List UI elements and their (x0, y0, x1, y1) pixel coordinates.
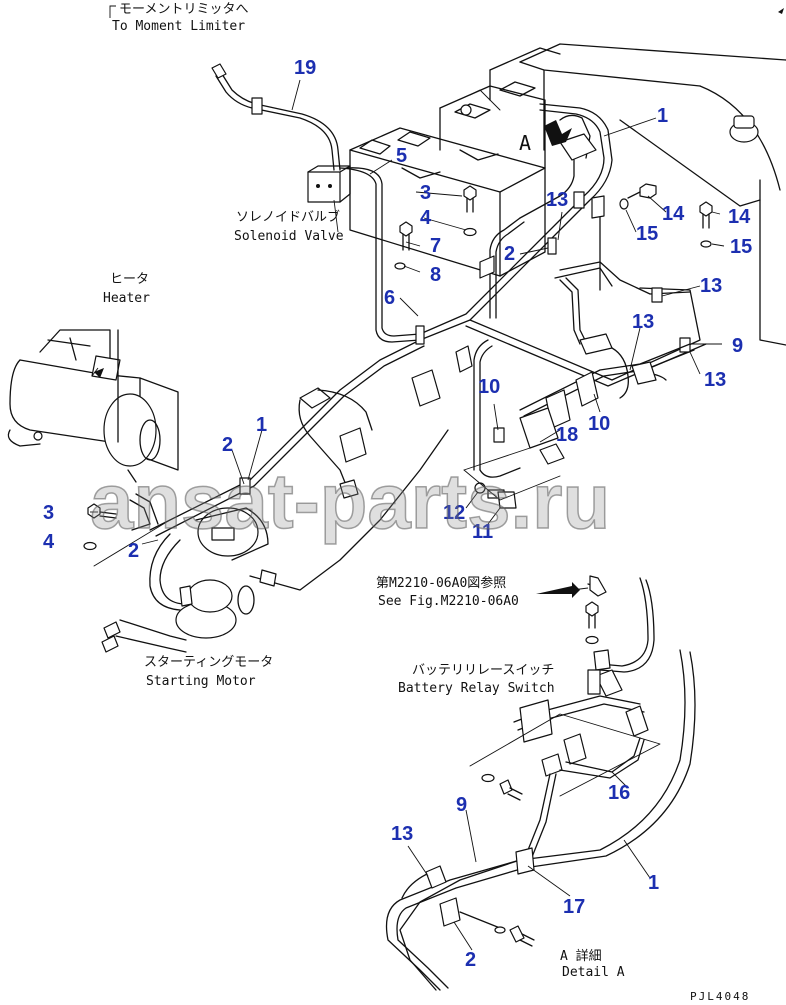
callout-2-top: 2 (504, 243, 515, 265)
callout-10-b: 10 (588, 413, 610, 435)
callout-13-a: 13 (546, 189, 568, 211)
callout-17: 17 (563, 896, 585, 918)
callout-13-c: 13 (632, 311, 654, 333)
callout-numbers: 19 1 5 3 4 7 8 6 13 2 14 15 14 15 13 13 … (43, 57, 752, 971)
detail-a-en-label: Detail A (562, 965, 625, 980)
detail-a-jp-label: A 詳細 (560, 948, 602, 964)
callout-2-bot: 2 (465, 949, 476, 971)
heater-en-label: Heater (103, 291, 150, 306)
callout-13-b: 13 (700, 275, 722, 297)
callout-10-a: 10 (478, 376, 500, 398)
battery-relay-en-label: Battery Relay Switch (398, 681, 555, 696)
solenoid-valve-jp-label: ソレノイドバルブ (236, 209, 340, 225)
callout-8: 8 (430, 264, 441, 286)
callout-14-b: 14 (728, 206, 751, 228)
leader-lines (90, 79, 725, 951)
solenoid-valve-en-label: Solenoid Valve (234, 229, 344, 244)
heater-jp-label: ヒータ (110, 272, 149, 287)
moment-limiter-en-label: To Moment Limiter (112, 19, 245, 34)
callout-3-top: 3 (420, 182, 431, 204)
view-letter-a: A (519, 131, 531, 155)
callout-1-top: 1 (657, 105, 668, 127)
callout-14-a: 14 (662, 203, 685, 225)
moment-limiter-jp-label: モーメントリミッタへ (119, 2, 248, 17)
drawing-code: PJL4048 (690, 990, 750, 1003)
callout-4-top: 4 (420, 207, 432, 229)
watermark: ansat-parts.ru (90, 457, 610, 545)
battery-relay-jp-label: バッテリリレースイッチ (412, 663, 554, 678)
callout-18: 18 (556, 424, 578, 446)
bolts-washers-left (83, 503, 171, 567)
see-fig-en-label: See Fig.M2210-06A0 (378, 594, 519, 609)
callout-16: 16 (608, 782, 630, 804)
callout-2-left: 2 (128, 540, 139, 562)
clamps-connectors (239, 114, 691, 591)
detail-a-harness (385, 649, 696, 991)
starting-motor-en-label: Starting Motor (146, 674, 256, 689)
callout-19: 19 (294, 57, 316, 79)
callout-11: 11 (472, 521, 493, 543)
callout-4-left: 4 (43, 531, 55, 553)
callout-9-top: 9 (732, 335, 743, 357)
relay-brackets (463, 277, 695, 509)
callout-13-d: 13 (704, 369, 726, 391)
heater (7, 329, 179, 483)
bolts-washers-top (394, 183, 713, 270)
callout-1-bot: 1 (648, 872, 659, 894)
callout-1-mid: 1 (256, 414, 267, 436)
fuel-tank (519, 43, 786, 346)
moment-limiter-harness (211, 63, 351, 203)
callout-12: 12 (443, 502, 465, 524)
callout-7: 7 (430, 235, 441, 257)
starting-motor-jp-label: スターティングモータ (144, 655, 273, 670)
callout-3-left: 3 (43, 502, 54, 524)
callout-9-bot: 9 (456, 794, 467, 816)
callout-6: 6 (384, 287, 395, 309)
callout-15-b: 15 (730, 236, 752, 258)
callout-5: 5 (396, 145, 407, 167)
main-harness (149, 103, 707, 537)
battery-relay-switch (469, 575, 661, 863)
callout-15-a: 15 (636, 223, 658, 245)
callout-2-mid: 2 (222, 434, 233, 456)
callout-13-bot: 13 (391, 823, 413, 845)
see-fig-jp-label: 第M2210-06A0図参照 (376, 575, 506, 591)
starting-motor (101, 493, 269, 653)
annotations: モーメントリミッタへ To Moment Limiter ソレノイドバルブ So… (103, 2, 784, 1003)
